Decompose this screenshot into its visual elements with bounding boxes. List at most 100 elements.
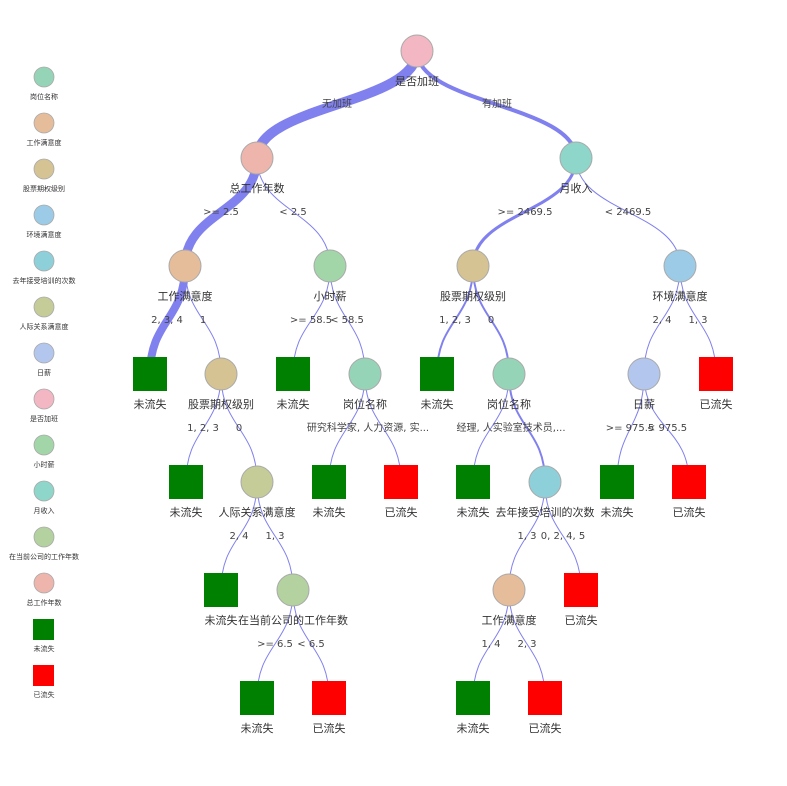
- node-label: 小时薪: [314, 290, 347, 303]
- split-node[interactable]: 在当前公司的工作年数: [238, 573, 348, 627]
- leaf-node[interactable]: 未流失: [456, 681, 490, 735]
- leaf-node[interactable]: 未流失: [456, 465, 490, 519]
- tree-edge: [575, 157, 681, 267]
- split-node[interactable]: 日薪: [627, 357, 661, 411]
- edge-label: 0: [236, 423, 242, 434]
- tree-nodes: 是否加班总工作年数月收入工作满意度小时薪股票期权级别环境满意度未流失股票期权级别…: [133, 34, 733, 735]
- node-label: 未流失: [134, 397, 167, 411]
- node-label: 已流失: [529, 721, 562, 735]
- leaf-node[interactable]: 已流失: [564, 573, 598, 627]
- leaf-node[interactable]: 已流失: [672, 465, 706, 519]
- legend-item: 工作满意度: [27, 112, 62, 147]
- node-label: 未流失: [313, 505, 346, 519]
- split-node[interactable]: 工作满意度: [158, 249, 213, 303]
- split-node-circle: [492, 357, 526, 391]
- split-node-circle: [204, 357, 238, 391]
- edge-label: 研究科学家, 人力资源, 实...: [307, 421, 429, 434]
- leaf-stay-square: [276, 357, 310, 391]
- legend-swatch-square: [33, 665, 54, 686]
- legend-label: 环境满意度: [27, 230, 62, 239]
- leaf-node[interactable]: 未流失: [204, 573, 238, 627]
- legend-item: 是否加班: [30, 388, 58, 423]
- split-node-circle: [240, 465, 274, 499]
- split-node[interactable]: 总工作年数: [230, 141, 285, 195]
- node-label: 工作满意度: [158, 289, 213, 303]
- node-label: 总工作年数: [230, 181, 285, 195]
- legend-item: 已流失: [33, 665, 55, 699]
- leaf-node[interactable]: 已流失: [699, 357, 733, 411]
- edge-label: 有加班: [482, 97, 512, 110]
- legend-swatch-circle: [33, 434, 55, 456]
- edge-label: 无加班: [322, 98, 352, 110]
- leaf-stay-square: [240, 681, 274, 715]
- edge-label: 0, 2, 4, 5: [541, 531, 586, 542]
- leaf-node[interactable]: 未流失: [276, 357, 310, 411]
- leaf-node[interactable]: 已流失: [528, 681, 562, 735]
- legend-label: 是否加班: [30, 414, 58, 423]
- legend-label: 去年接受培训的次数: [13, 276, 76, 285]
- edge-label: < 6.5: [297, 639, 324, 650]
- legend-label: 工作满意度: [27, 138, 62, 147]
- leaf-node[interactable]: 未流失: [312, 465, 346, 519]
- leaf-node[interactable]: 未流失: [420, 357, 454, 411]
- node-label: 去年接受培训的次数: [496, 505, 595, 519]
- node-label: 日薪: [633, 398, 655, 411]
- edge-label: 2, 3: [517, 639, 536, 650]
- leaf-node[interactable]: 未流失: [169, 465, 203, 519]
- leaf-leave-square: [699, 357, 733, 391]
- node-label: 已流失: [700, 397, 733, 411]
- legend-label: 总工作年数: [27, 598, 62, 607]
- split-node-circle: [313, 249, 347, 283]
- split-node[interactable]: 小时薪: [313, 249, 347, 303]
- legend-label: 日薪: [37, 368, 51, 377]
- split-node[interactable]: 岗位名称: [343, 357, 387, 411]
- tree-edge: [415, 50, 578, 159]
- leaf-node[interactable]: 未流失: [600, 465, 634, 519]
- legend-swatch-circle: [33, 158, 55, 180]
- leaf-node[interactable]: 未流失: [240, 681, 274, 735]
- node-label: 股票期权级别: [188, 398, 254, 411]
- split-node[interactable]: 股票期权级别: [440, 249, 506, 303]
- legend-item: 小时薪: [33, 434, 55, 469]
- legend-label: 已流失: [34, 690, 55, 699]
- split-node[interactable]: 月收入: [559, 141, 593, 195]
- node-label: 未流失: [421, 397, 454, 411]
- split-node[interactable]: 股票期权级别: [188, 357, 254, 411]
- legend-item: 岗位名称: [30, 66, 58, 101]
- node-label: 岗位名称: [487, 397, 531, 411]
- node-label: 已流失: [565, 613, 598, 627]
- edge-label: 1, 2, 3: [439, 315, 471, 326]
- split-node[interactable]: 岗位名称: [487, 357, 531, 411]
- leaf-node[interactable]: 已流失: [312, 681, 346, 735]
- split-node-circle: [492, 573, 526, 607]
- edge-label: < 2469.5: [605, 207, 652, 218]
- legend-label: 岗位名称: [30, 92, 58, 101]
- node-label: 未流失: [170, 505, 203, 519]
- leaf-stay-square: [169, 465, 203, 499]
- edge-label: 0: [488, 315, 494, 326]
- split-node[interactable]: 去年接受培训的次数: [496, 465, 595, 519]
- split-node[interactable]: 人际关系满意度: [219, 465, 296, 519]
- legend-swatch-circle: [33, 388, 55, 410]
- leaf-node[interactable]: 未流失: [133, 357, 167, 411]
- split-node-circle: [240, 141, 274, 175]
- split-node[interactable]: 环境满意度: [653, 249, 708, 303]
- leaf-stay-square: [204, 573, 238, 607]
- legend-item: 环境满意度: [27, 204, 62, 239]
- legend-label: 人际关系满意度: [20, 322, 69, 331]
- legend-item: 月收入: [34, 480, 55, 515]
- legend-swatch-circle: [33, 342, 55, 364]
- leaf-node[interactable]: 已流失: [384, 465, 418, 519]
- node-label: 未流失: [457, 505, 490, 519]
- edge-label: >= 975.5: [606, 423, 655, 434]
- edge-label: >= 2.5: [203, 207, 239, 218]
- split-node[interactable]: 是否加班: [395, 34, 439, 88]
- leaf-stay-square: [456, 681, 490, 715]
- node-label: 人际关系满意度: [219, 505, 296, 519]
- split-node[interactable]: 工作满意度: [482, 573, 537, 627]
- split-node-circle: [456, 249, 490, 283]
- edge-label: 2, 4: [652, 315, 671, 326]
- legend-swatch-circle: [33, 526, 55, 548]
- leaf-leave-square: [672, 465, 706, 499]
